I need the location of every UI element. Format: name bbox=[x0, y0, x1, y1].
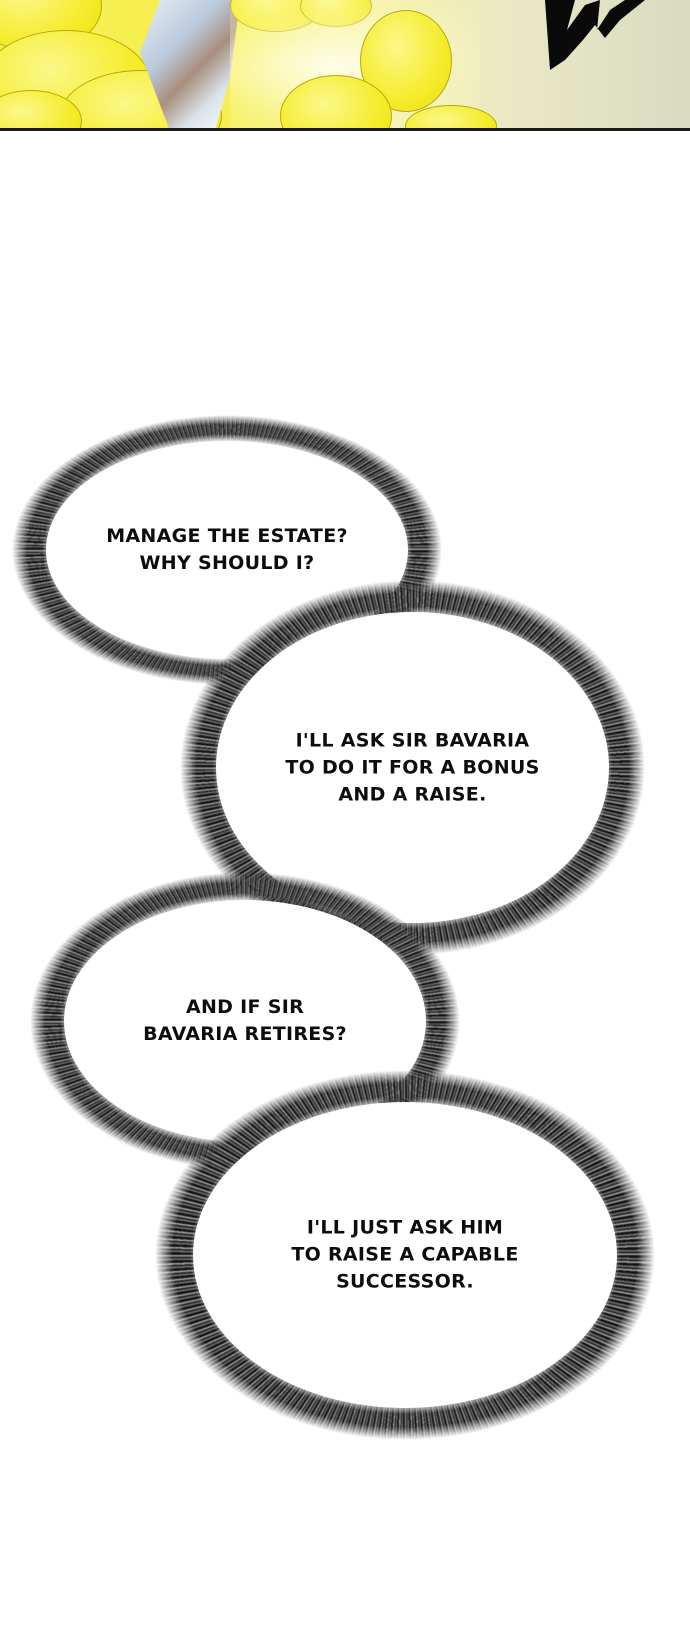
bubble-text: AND IF SIR BAVARIA RETIRES? bbox=[143, 996, 347, 1045]
silhouette-art bbox=[545, 0, 645, 70]
bubble-fill bbox=[193, 1102, 617, 1408]
bubble-text: I'LL ASK SIR BAVARIA TO DO IT FOR A BONU… bbox=[285, 729, 540, 805]
bubble-text: I'LL JUST ASK HIM TO RAISE A CAPABLE SUC… bbox=[291, 1216, 519, 1293]
panel-border bbox=[0, 128, 690, 131]
bubble-fill bbox=[216, 612, 609, 923]
speech-bubble-4: I'LL JUST ASK HIM TO RAISE A CAPABLE SUC… bbox=[155, 1070, 655, 1440]
comic-panel-coins bbox=[0, 0, 690, 131]
bubble-text: MANAGE THE ESTATE? WHY SHOULD I? bbox=[106, 525, 348, 574]
speech-bubble-1: MANAGE THE ESTATE? WHY SHOULD I? bbox=[12, 415, 442, 685]
